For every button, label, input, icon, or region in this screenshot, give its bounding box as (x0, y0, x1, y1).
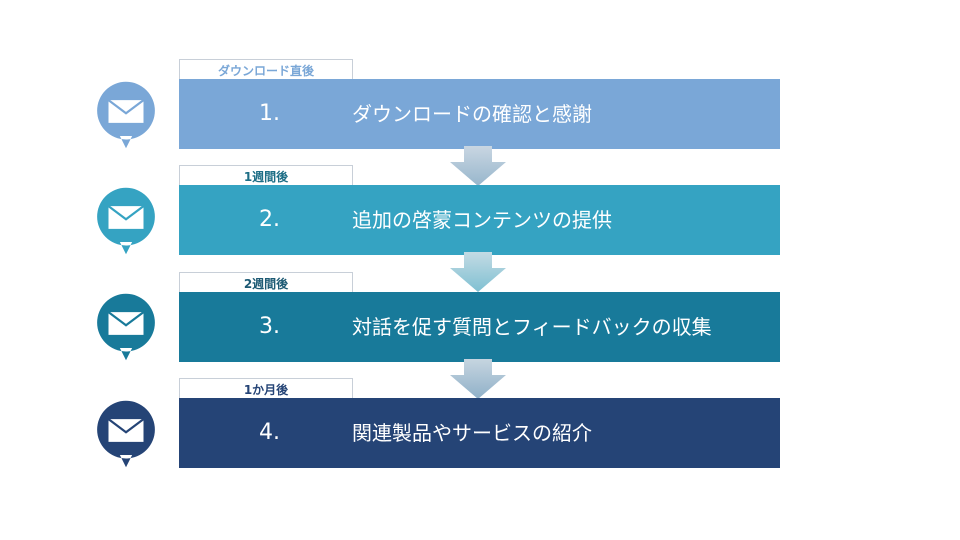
step-number: 3. (259, 314, 280, 339)
down-arrow-icon (450, 359, 506, 399)
down-arrow-icon (450, 252, 506, 292)
step-bar: 1. ダウンロードの確認と感謝 (179, 79, 780, 149)
mail-icon (97, 293, 155, 361)
step-2: 1週間後 2. 追加の啓蒙コンテンツの提供 (0, 165, 960, 275)
step-3: 2週間後 3. 対話を促す質問とフィードバックの収集 (0, 272, 960, 382)
step-bar: 3. 対話を促す質問とフィードバックの収集 (179, 292, 780, 362)
step-bar: 4. 関連製品やサービスの紹介 (179, 398, 780, 468)
step-4: 1か月後 4. 関連製品やサービスの紹介 (0, 378, 960, 488)
step-number: 2. (259, 207, 280, 232)
step-title: 追加の啓蒙コンテンツの提供 (352, 208, 612, 232)
step-bar: 2. 追加の啓蒙コンテンツの提供 (179, 185, 780, 255)
step-1: ダウンロード直後 1. ダウンロードの確認と感謝 (0, 59, 960, 169)
mail-icon (97, 81, 155, 149)
step-title: 対話を促す質問とフィードバックの収集 (352, 315, 712, 339)
step-number: 1. (259, 101, 280, 126)
mail-icon (97, 400, 155, 468)
down-arrow-icon (450, 146, 506, 186)
step-title: 関連製品やサービスの紹介 (352, 421, 592, 445)
mail-icon (97, 187, 155, 255)
step-title: ダウンロードの確認と感謝 (352, 102, 592, 126)
step-number: 4. (259, 420, 280, 445)
